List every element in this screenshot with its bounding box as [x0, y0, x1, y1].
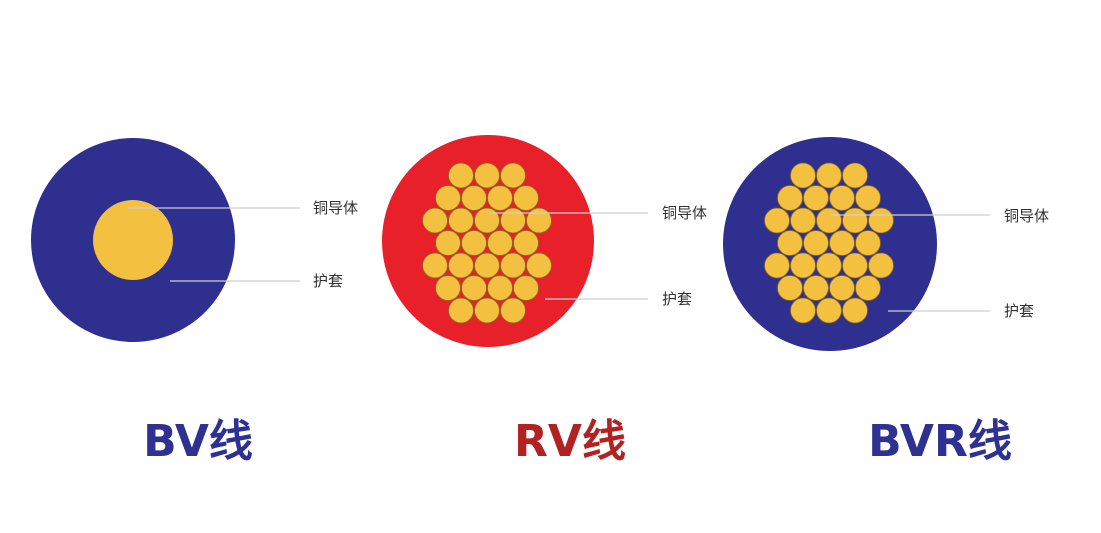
bvr-strand-3 — [777, 185, 803, 211]
rv-strand-14 — [487, 230, 513, 256]
rv-strand-13 — [461, 230, 487, 256]
rv-strand-1 — [474, 162, 500, 189]
bv-cable-group: 铜导体 护套 BV线 — [31, 138, 358, 467]
rv-strand-8 — [448, 207, 474, 234]
bvr-strand-9 — [816, 207, 842, 234]
bv-sheath-label: 护套 — [313, 272, 343, 290]
bvr-strand-11 — [868, 207, 894, 234]
bvr-strand-21 — [777, 275, 803, 301]
rv-strand-10 — [500, 207, 526, 234]
rv-strand-5 — [487, 185, 513, 211]
rv-strand-20 — [526, 252, 552, 279]
rv-strand-2 — [500, 162, 526, 189]
rv-strand-26 — [474, 297, 500, 324]
bvr-strand-22 — [803, 275, 829, 301]
bvr-strand-12 — [777, 230, 803, 256]
rv-strand-25 — [448, 297, 474, 324]
bvr-strand-27 — [842, 297, 868, 324]
rv-strand-9 — [474, 207, 500, 234]
rv-cable-title: RV线 — [514, 416, 626, 467]
bvr-strand-8 — [790, 207, 816, 234]
bvr-strand-20 — [868, 252, 894, 279]
bvr-strand-5 — [829, 185, 855, 211]
rv-cable-group: 铜导体 护套 RV线 — [382, 135, 707, 467]
bvr-conductor-label: 铜导体 — [1004, 207, 1049, 225]
rv-strand-7 — [422, 207, 448, 234]
bvr-strand-4 — [803, 185, 829, 211]
bvr-strand-1 — [816, 162, 842, 189]
rv-strand-4 — [461, 185, 487, 211]
bvr-strand-15 — [855, 230, 881, 256]
rv-strand-19 — [500, 252, 526, 279]
bv-cable-title: BV线 — [143, 416, 253, 467]
bvr-strand-0 — [790, 162, 816, 189]
rv-strand-17 — [448, 252, 474, 279]
bvr-sheath-label: 护套 — [1004, 302, 1034, 320]
rv-strand-21 — [435, 275, 461, 301]
rv-strand-11 — [526, 207, 552, 234]
bvr-strand-10 — [842, 207, 868, 234]
bvr-strand-13 — [803, 230, 829, 256]
rv-strand-16 — [422, 252, 448, 279]
rv-strand-15 — [513, 230, 539, 256]
bvr-strand-19 — [842, 252, 868, 279]
rv-strand-24 — [513, 275, 539, 301]
bvr-strand-2 — [842, 162, 868, 189]
rv-strand-0 — [448, 162, 474, 189]
bvr-strand-24 — [855, 275, 881, 301]
bvr-strand-16 — [764, 252, 790, 279]
rv-strand-18 — [474, 252, 500, 279]
rv-strand-3 — [435, 185, 461, 211]
rv-strand-23 — [487, 275, 513, 301]
bvr-cable-group: 铜导体 护套 BVR线 — [723, 137, 1049, 467]
rv-strand-27 — [500, 297, 526, 324]
bv-conductor-label: 铜导体 — [313, 199, 358, 217]
bvr-strand-17 — [790, 252, 816, 279]
bvr-strand-26 — [816, 297, 842, 324]
rv-strand-6 — [513, 185, 539, 211]
rv-sheath-label: 护套 — [662, 290, 692, 308]
bvr-strand-6 — [855, 185, 881, 211]
rv-stranded-conductor — [422, 162, 552, 324]
bvr-strand-23 — [829, 275, 855, 301]
bv-solid-conductor — [93, 200, 173, 280]
bvr-strand-18 — [816, 252, 842, 279]
bvr-strand-7 — [764, 207, 790, 234]
bvr-cable-title: BVR线 — [868, 416, 1012, 467]
bvr-strand-14 — [829, 230, 855, 256]
rv-strand-22 — [461, 275, 487, 301]
bvr-stranded-conductor — [764, 162, 894, 324]
rv-strand-12 — [435, 230, 461, 256]
rv-conductor-label: 铜导体 — [662, 204, 707, 222]
bvr-strand-25 — [790, 297, 816, 324]
